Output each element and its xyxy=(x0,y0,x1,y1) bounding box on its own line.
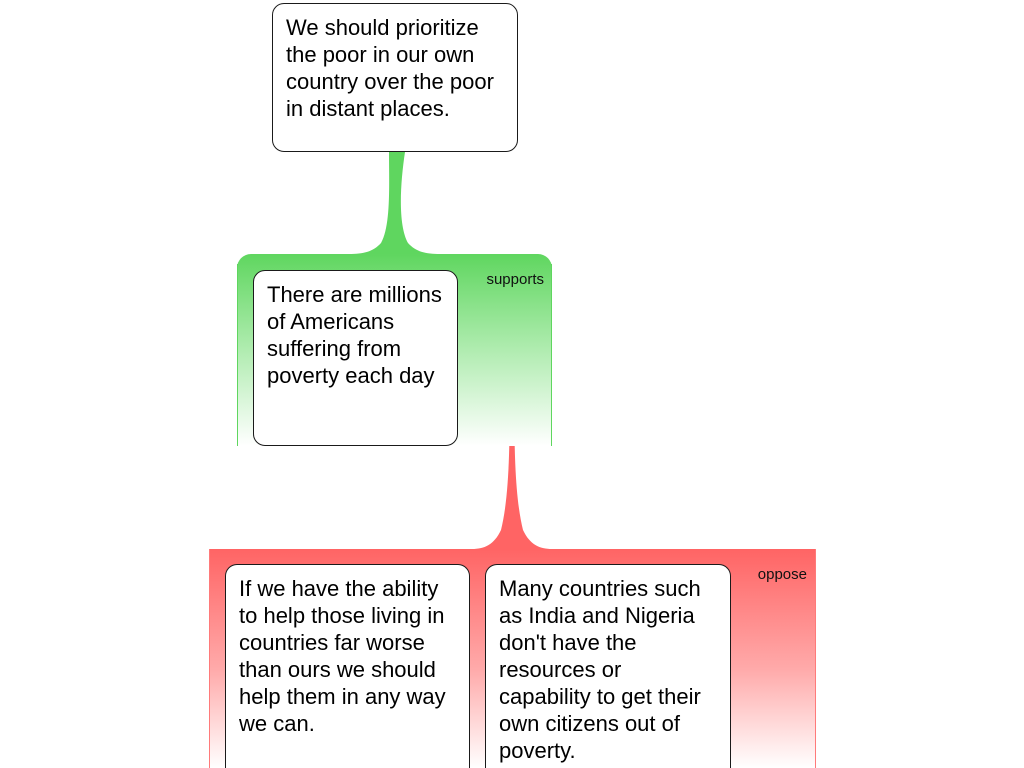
opposing-premise-text-1: If we have the ability to help those liv… xyxy=(239,576,446,736)
oppose-label: oppose xyxy=(757,566,807,583)
supports-connector xyxy=(349,152,440,254)
main-claim-text: We should prioritize the poor in our own… xyxy=(286,15,494,121)
supports-label: supports xyxy=(486,271,544,288)
main-claim-box[interactable]: We should prioritize the poor in our own… xyxy=(272,3,518,152)
supporting-premise-text: There are millions of Americans sufferin… xyxy=(267,282,442,388)
opposing-premise-text-2: Many countries such as India and Nigeria… xyxy=(499,576,701,763)
opposing-premise-box-1[interactable]: If we have the ability to help those liv… xyxy=(225,564,470,768)
supporting-premise-box[interactable]: There are millions of Americans sufferin… xyxy=(253,270,458,446)
oppose-connector xyxy=(472,356,552,549)
opposing-premise-box-2[interactable]: Many countries such as India and Nigeria… xyxy=(485,564,731,768)
